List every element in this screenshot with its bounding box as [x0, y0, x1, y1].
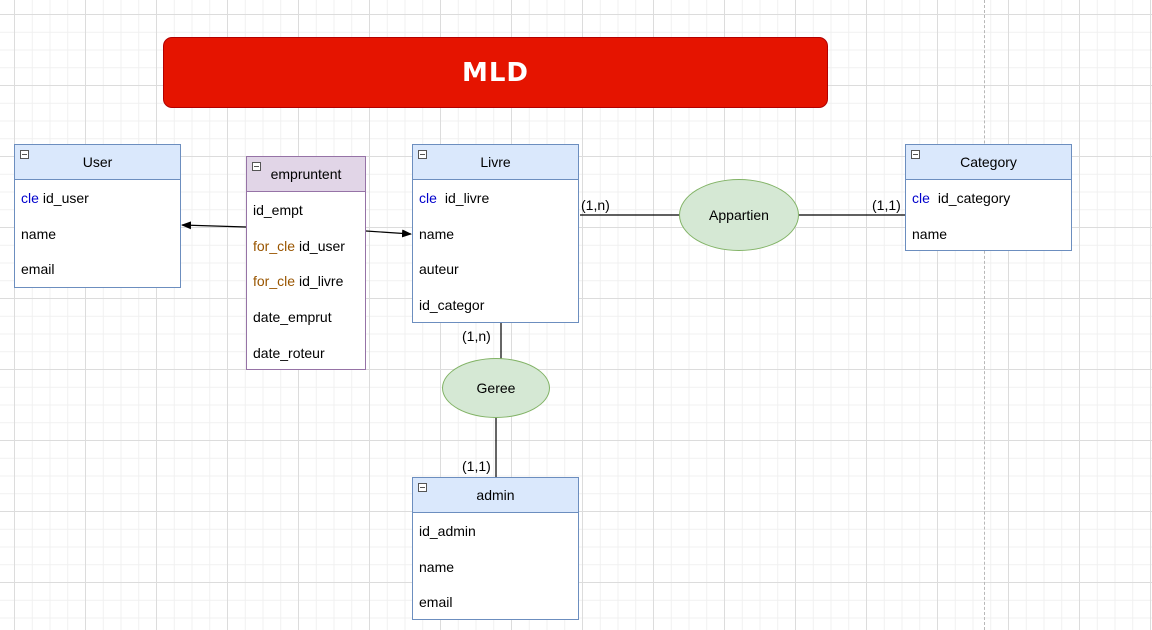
- arrow-empruntent-to-user[interactable]: [181, 221, 247, 230]
- field-row[interactable]: for_cle id_livre: [247, 263, 365, 299]
- entity-empruntent[interactable]: empruntent id_empt for_cle id_user for_c…: [246, 156, 366, 370]
- field-label: email: [419, 594, 453, 611]
- entity-title: empruntent: [270, 166, 342, 182]
- field-label: date_emprut: [253, 308, 332, 325]
- field-row[interactable]: id_categor: [413, 287, 578, 323]
- collapse-icon[interactable]: [252, 162, 261, 171]
- field-row[interactable]: cle id_livre: [413, 180, 578, 216]
- field-row[interactable]: cle id_category: [906, 180, 1071, 216]
- foreign-key-marker: for_cle: [253, 237, 296, 254]
- field-label: id_empt: [253, 201, 303, 218]
- field-label: id_category: [937, 189, 1011, 206]
- relation-label: Appartien: [709, 207, 769, 223]
- entity-title: admin: [476, 487, 515, 503]
- field-row[interactable]: auteur: [413, 251, 578, 287]
- field-row[interactable]: name: [413, 549, 578, 585]
- field-label: id_livre: [299, 273, 344, 290]
- field-label: id_admin: [419, 522, 476, 539]
- field-label: date_roteur: [253, 344, 325, 361]
- field-row[interactable]: name: [413, 216, 578, 252]
- field-label: email: [21, 261, 55, 278]
- field-row[interactable]: name: [15, 216, 180, 252]
- entity-header: User: [15, 145, 180, 180]
- entity-category[interactable]: Category cle id_category name: [905, 144, 1072, 251]
- field-row[interactable]: email: [413, 584, 578, 620]
- entity-title: Livre: [480, 154, 511, 170]
- collapse-icon[interactable]: [20, 150, 29, 159]
- entity-user[interactable]: User cle id_user name email: [14, 144, 181, 288]
- field-row[interactable]: id_admin: [413, 513, 578, 549]
- diagram-title-banner[interactable]: MLD: [163, 37, 828, 108]
- field-row[interactable]: name: [906, 216, 1071, 252]
- entity-header: Livre: [413, 145, 578, 180]
- page-boundary-guide: [984, 0, 985, 630]
- field-label: name: [419, 225, 455, 242]
- field-label: id_user: [299, 237, 345, 254]
- field-row[interactable]: date_emprut: [247, 299, 365, 335]
- collapse-icon[interactable]: [418, 150, 427, 159]
- primary-key-marker: cle: [912, 189, 930, 206]
- entity-admin[interactable]: admin id_admin name email: [412, 477, 579, 620]
- field-row[interactable]: id_empt: [247, 192, 365, 228]
- field-label: name: [21, 225, 57, 242]
- entity-livre[interactable]: Livre cle id_livre name auteur id_catego…: [412, 144, 579, 323]
- field-label: name: [912, 225, 948, 242]
- field-label: name: [419, 558, 455, 575]
- entity-title: Category: [960, 154, 1017, 170]
- field-row[interactable]: date_roteur: [247, 335, 365, 371]
- relation-appartien[interactable]: Appartien: [679, 179, 799, 251]
- entity-header: empruntent: [247, 157, 365, 192]
- foreign-key-marker: for_cle: [253, 273, 296, 290]
- field-row[interactable]: for_cle id_user: [247, 228, 365, 264]
- field-label: auteur: [419, 261, 459, 278]
- collapse-icon[interactable]: [911, 150, 920, 159]
- relation-geree[interactable]: Geree: [442, 358, 550, 418]
- diagram-title: MLD: [461, 57, 530, 88]
- entity-header: Category: [906, 145, 1071, 180]
- field-label: id_categor: [419, 296, 485, 313]
- collapse-icon[interactable]: [418, 483, 427, 492]
- relation-label: Geree: [476, 380, 516, 396]
- field-label: id_livre: [444, 189, 490, 206]
- field-row[interactable]: email: [15, 251, 180, 287]
- cardinality-label[interactable]: (1,1): [462, 458, 491, 474]
- cardinality-label[interactable]: (1,n): [581, 197, 610, 213]
- entity-header: admin: [413, 478, 578, 513]
- cardinality-label[interactable]: (1,n): [462, 328, 491, 344]
- field-label: id_user: [42, 189, 89, 206]
- entity-title: User: [82, 154, 113, 170]
- field-row[interactable]: cle id_user: [15, 180, 180, 216]
- cardinality-label[interactable]: (1,1): [872, 197, 901, 213]
- arrow-empruntent-to-livre[interactable]: [365, 229, 412, 238]
- primary-key-marker: cle: [21, 189, 39, 206]
- primary-key-marker: cle: [419, 189, 437, 206]
